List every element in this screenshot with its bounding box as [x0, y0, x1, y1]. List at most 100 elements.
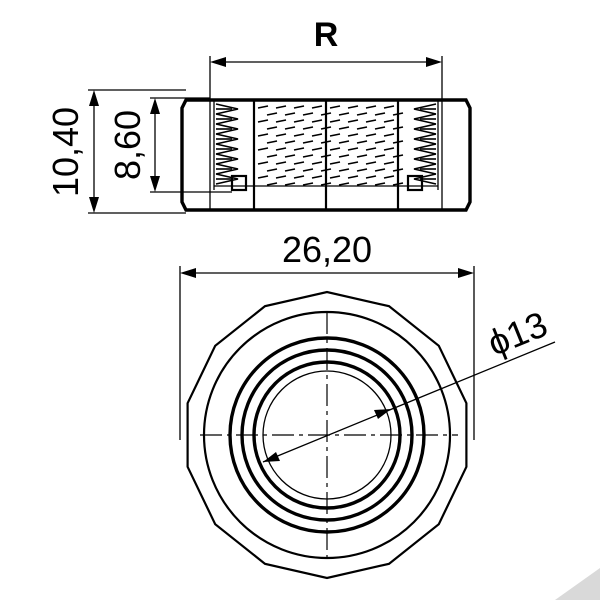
hatch-dash — [284, 112, 296, 116]
hatch-dash — [311, 119, 323, 123]
thread-teeth-left — [215, 103, 239, 185]
hatch-dash — [365, 105, 377, 109]
hatch-dash — [266, 112, 278, 116]
hatch-dash — [284, 140, 296, 144]
hatch-dash — [383, 161, 395, 165]
thread-tooth — [215, 123, 239, 135]
hatch-dash — [347, 161, 359, 165]
thread-dimension: R — [209, 16, 443, 100]
across-flats-label: 26,20 — [282, 229, 372, 270]
hatch-dash — [257, 119, 269, 123]
hatch-dash — [338, 126, 350, 130]
thread-tooth — [215, 143, 239, 155]
hatch-dash — [356, 154, 368, 158]
thread-tooth — [413, 123, 437, 135]
hatch-dash — [347, 147, 359, 151]
corner-accent — [555, 568, 600, 600]
thread-tooth — [413, 153, 437, 165]
thread-tooth — [215, 133, 239, 145]
hatch-dash — [356, 126, 368, 130]
hatch-dash — [275, 105, 287, 109]
hatch-dash — [338, 140, 350, 144]
hatch-dash — [338, 154, 350, 158]
hatch-dash — [293, 161, 305, 165]
thread-tooth — [215, 163, 239, 175]
thread-tooth — [413, 133, 437, 145]
hatch-dash — [320, 154, 332, 158]
height-dimension: 10,40 — [45, 89, 186, 214]
hatch-dash — [347, 105, 359, 109]
hatch-dash — [329, 105, 341, 109]
hatch-dash — [392, 154, 404, 158]
thread-end-mark — [406, 174, 424, 192]
hatch-dash — [275, 175, 287, 179]
hatch-dash — [329, 133, 341, 137]
thread-depth-dimension: 8,60 — [107, 97, 232, 193]
hatch-dash — [383, 175, 395, 179]
thread-hatching — [257, 105, 404, 186]
hatch-dash — [293, 133, 305, 137]
hatch-dash — [257, 105, 269, 109]
hatch-dash — [257, 147, 269, 151]
hatch-dash — [311, 105, 323, 109]
hatch-dash — [311, 133, 323, 137]
bore-diameter-label: ϕ13 — [482, 303, 553, 364]
hatch-dash — [392, 140, 404, 144]
thread-tooth — [215, 113, 239, 125]
hatch-dash — [329, 175, 341, 179]
hatch-dash — [365, 161, 377, 165]
thread-tooth — [413, 173, 437, 185]
hatch-dash — [275, 161, 287, 165]
hatch-dash — [293, 175, 305, 179]
thread-tooth — [413, 143, 437, 155]
hatch-dash — [356, 182, 368, 186]
thread-size-label: R — [314, 16, 339, 54]
hatch-dash — [356, 168, 368, 172]
hatch-dash — [284, 126, 296, 130]
hatch-dash — [284, 168, 296, 172]
total-height-label: 10,40 — [45, 107, 86, 197]
hatch-dash — [356, 112, 368, 116]
hatch-dash — [293, 105, 305, 109]
hatch-dash — [383, 133, 395, 137]
hatch-dash — [347, 175, 359, 179]
hatch-dash — [293, 147, 305, 151]
hatch-dash — [365, 175, 377, 179]
thread-tooth — [215, 173, 239, 185]
thread-teeth-right — [413, 103, 437, 185]
hatch-dash — [266, 168, 278, 172]
hatch-dash — [302, 126, 314, 130]
hatch-dash — [374, 126, 386, 130]
hatch-dash — [266, 126, 278, 130]
hatch-dash — [266, 140, 278, 144]
hatch-dash — [302, 140, 314, 144]
hatch-dash — [293, 119, 305, 123]
hatch-dash — [329, 161, 341, 165]
hatch-dash — [266, 182, 278, 186]
hatch-dash — [338, 182, 350, 186]
hatch-dash — [284, 182, 296, 186]
hatch-dash — [374, 140, 386, 144]
hatch-dash — [311, 147, 323, 151]
hatch-dash — [365, 119, 377, 123]
hatch-dash — [392, 168, 404, 172]
hatch-dash — [365, 133, 377, 137]
hatch-dash — [374, 182, 386, 186]
hatch-dash — [347, 133, 359, 137]
hatch-dash — [392, 126, 404, 130]
hatch-dash — [392, 112, 404, 116]
hatch-dash — [266, 154, 278, 158]
nut-outer-polygon — [186, 290, 468, 580]
hatch-dash — [338, 112, 350, 116]
hatch-dash — [329, 119, 341, 123]
front-view — [186, 290, 468, 580]
hatch-dash — [302, 182, 314, 186]
hatch-dash — [374, 154, 386, 158]
hatch-dash — [302, 112, 314, 116]
hatch-dash — [383, 147, 395, 151]
hatch-dash — [311, 161, 323, 165]
hatch-dash — [320, 112, 332, 116]
hatch-dash — [392, 182, 404, 186]
thread-end-mark — [230, 174, 248, 192]
thread-tooth — [215, 103, 239, 115]
